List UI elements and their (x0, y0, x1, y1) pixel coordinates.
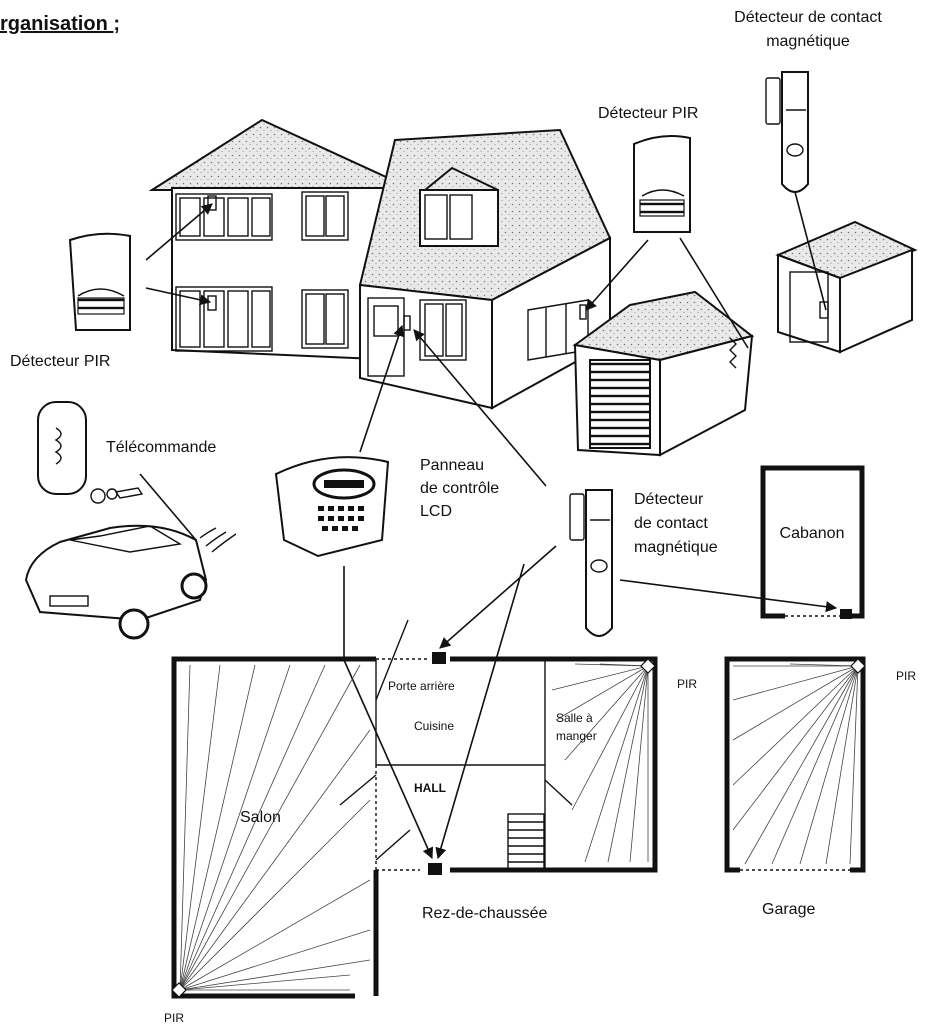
magnetic-contact-mid-icon (570, 490, 612, 636)
pir-detector-top-icon (634, 136, 690, 232)
car-icon (26, 526, 236, 638)
pir-mark-garage: PIR (896, 669, 916, 683)
house-illustration (152, 120, 610, 408)
lounge-label: Salon (240, 809, 281, 826)
page-title: rganisation ; (0, 13, 120, 35)
cabanon-label: Cabanon (780, 525, 845, 542)
contact-top-label-2: magnétique (766, 33, 850, 50)
pir-left-label: Détecteur PIR (10, 353, 110, 370)
pir-detector-left-icon (70, 234, 130, 330)
dining-label-1: Salle à (556, 711, 593, 725)
garage-plan (727, 659, 865, 870)
ground-floor-label: Rez-de-chaussée (422, 905, 548, 922)
lcd-control-panel-icon (276, 457, 388, 556)
cabanon-plan (763, 468, 862, 619)
hall-label: HALL (414, 781, 446, 795)
pir-mark-salon: PIR (164, 1011, 184, 1025)
magnetic-contact-icon (766, 72, 808, 192)
dining-label-2: manger (556, 729, 597, 743)
garage-label: Garage (762, 901, 815, 918)
remote-label: Télécommande (106, 439, 216, 456)
contact-mid-label-2: de contact (634, 515, 708, 532)
back-door-label: Porte arrière (388, 679, 455, 693)
contact-top-label-1: Détecteur de contact (734, 9, 882, 26)
contact-mid-label-1: Détecteur (634, 491, 704, 508)
panel-label-2: de contrôle (420, 480, 499, 497)
kitchen-label: Cuisine (414, 719, 454, 733)
panel-label-3: LCD (420, 503, 452, 520)
shed-illustration (778, 222, 915, 352)
pir-top-label: Détecteur PIR (598, 105, 698, 122)
contact-mid-label-3: magnétique (634, 539, 718, 556)
pir-mark-dining: PIR (677, 677, 697, 691)
panel-label-1: Panneau (420, 457, 484, 474)
